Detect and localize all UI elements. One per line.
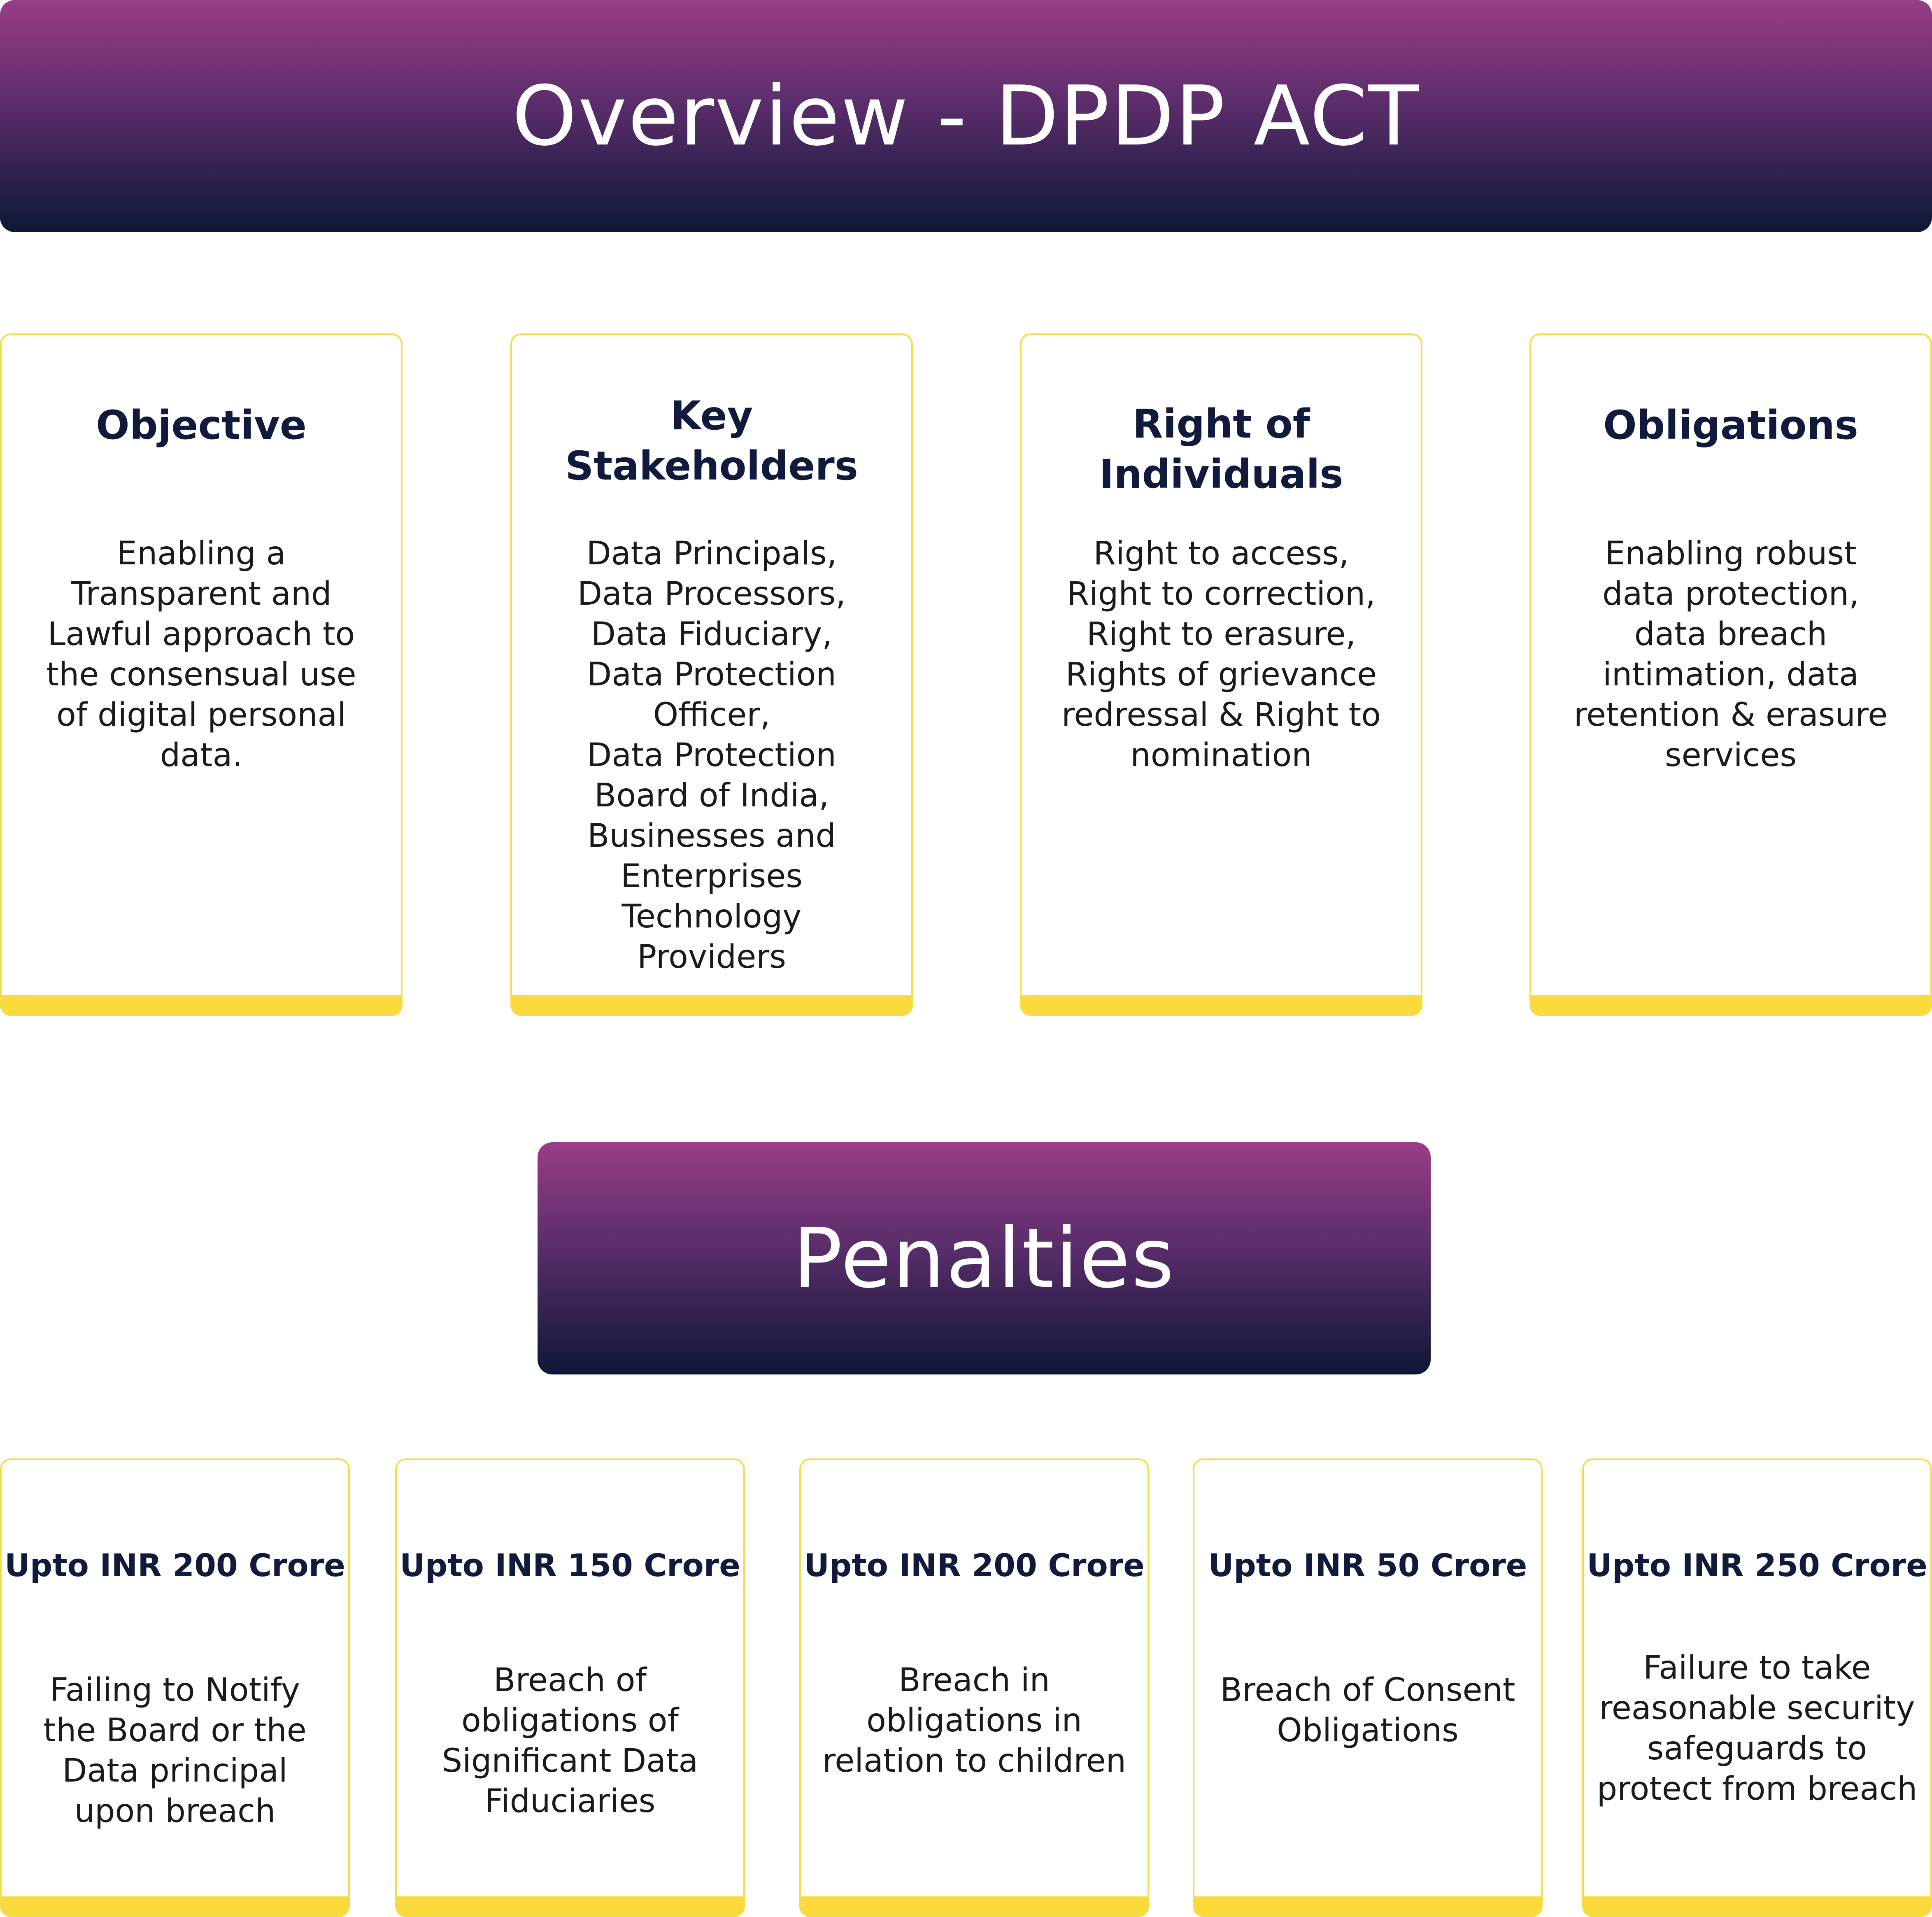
penalties-title: Penalties — [793, 1210, 1175, 1307]
card-body: Right to access, Right to correction, Ri… — [1061, 535, 1381, 774]
penalty-description: Breach in obligations in relation to chi… — [822, 1662, 1127, 1780]
card-title: Objective — [96, 402, 307, 448]
penalty-card: Upto INR 50 Crore Breach of Consent Obli… — [1193, 1458, 1543, 1917]
card-body: Enabling robust data protection, data br… — [1574, 535, 1888, 774]
right-of-individuals-card: Right of Individuals Right to access, Ri… — [1020, 333, 1422, 1016]
penalties-banner: Penalties — [538, 1142, 1431, 1374]
penalty-amount: Upto INR 150 Crore — [400, 1547, 740, 1584]
objective-card: Objective Enabling a Transparent and Law… — [0, 333, 403, 1016]
key-stakeholders-card: Key Stakeholders Data Principals, Data P… — [510, 333, 913, 1016]
penalty-card: Upto INR 200 Crore Failing to Notify the… — [0, 1458, 350, 1917]
penalty-description: Breach of Consent Obligations — [1220, 1672, 1515, 1749]
overview-title: Overview - DPDP ACT — [512, 68, 1420, 164]
obligations-card: Obligations Enabling robust data protect… — [1529, 333, 1932, 1016]
card-body: Data Principals, Data Processors, Data F… — [577, 535, 846, 976]
penalty-card: Upto INR 200 Crore Breach in obligations… — [799, 1458, 1149, 1917]
penalty-amount: Upto INR 250 Crore — [1587, 1547, 1927, 1584]
overview-banner: Overview - DPDP ACT — [0, 0, 1932, 232]
penalty-card: Upto INR 150 Crore Breach of obligations… — [395, 1458, 745, 1917]
penalty-card: Upto INR 250 Crore Failure to take reaso… — [1582, 1458, 1932, 1917]
penalty-amount: Upto INR 200 Crore — [804, 1547, 1145, 1584]
penalty-description: Failure to take reasonable security safe… — [1597, 1649, 1918, 1808]
penalty-amount: Upto INR 200 Crore — [5, 1547, 345, 1584]
card-title: Right of Individuals — [1099, 401, 1343, 497]
penalty-description: Failing to Notify the Board or the Data … — [43, 1672, 307, 1830]
card-title: Obligations — [1603, 402, 1858, 448]
card-body: Enabling a Transparent and Lawful approa… — [46, 535, 356, 774]
card-title: Key Stakeholders — [565, 393, 858, 489]
penalty-description: Breach of obligations of Significant Dat… — [442, 1662, 698, 1820]
penalty-amount: Upto INR 50 Crore — [1208, 1547, 1527, 1584]
